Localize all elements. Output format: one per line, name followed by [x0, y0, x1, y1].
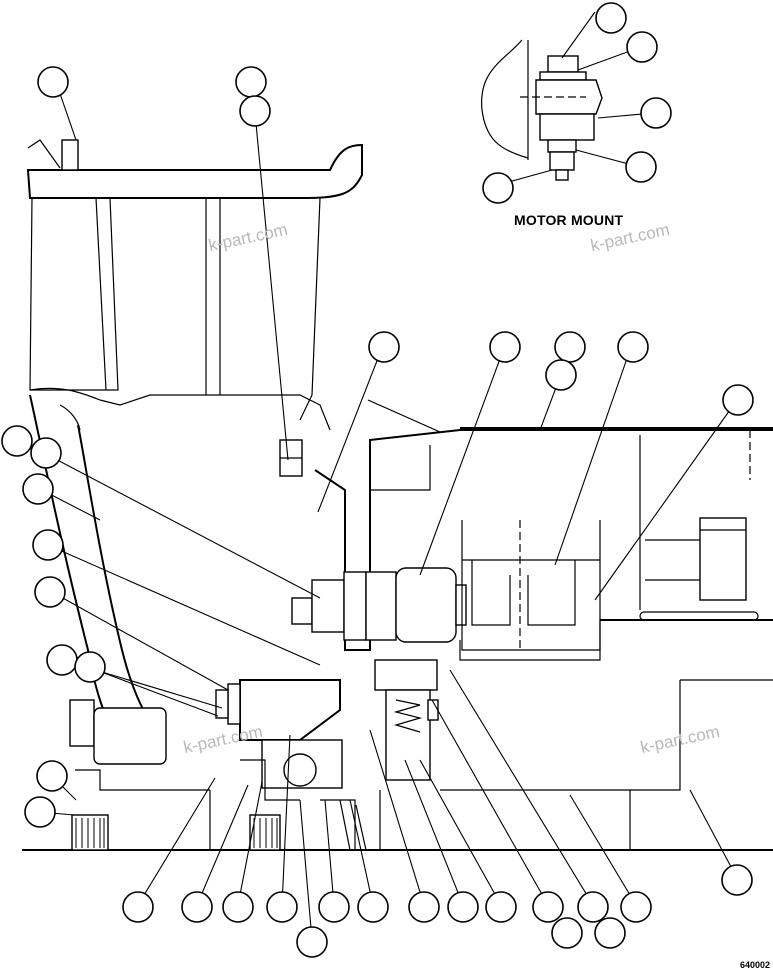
seal-spring — [393, 699, 423, 733]
motor-mount-bracket-outline — [481, 39, 529, 159]
plate-step — [370, 445, 431, 491]
impeller-body — [461, 520, 601, 651]
figure-code: 640002 — [740, 960, 771, 970]
hatched-block-right — [249, 814, 281, 851]
seal-pin — [427, 699, 439, 721]
left-lower-nut — [93, 707, 167, 765]
callout-bubble — [594, 917, 626, 949]
bearing-inner-race — [240, 759, 300, 801]
callout-bubble — [239, 95, 271, 127]
callout-bubble — [46, 644, 78, 676]
shaft-spacer — [365, 571, 397, 641]
seal-retainer — [374, 659, 438, 691]
motor-mount-lower-washer — [547, 139, 577, 153]
callout-bubble — [577, 891, 609, 923]
motor-mount-stud — [555, 169, 569, 181]
callout-bubble — [235, 66, 267, 98]
callout-bubble — [721, 864, 753, 896]
callout-bubble — [617, 331, 649, 363]
callout-bubble — [37, 66, 69, 98]
left-lower-bolt-head — [69, 699, 95, 747]
shaft-nut — [311, 579, 345, 633]
bearing-ball — [283, 753, 317, 787]
callout-bubble — [32, 529, 64, 561]
seal-housing — [385, 689, 431, 781]
coupling — [395, 567, 457, 643]
callout-bubble — [485, 891, 517, 923]
callout-bubble — [181, 891, 213, 923]
lower-shaft-left — [75, 769, 210, 791]
callout-bubble — [595, 2, 627, 34]
bearing-outer-race — [320, 799, 356, 850]
right-bearing-block — [699, 517, 747, 601]
upper-housing-left-wall — [29, 197, 119, 391]
main-cross-section — [22, 139, 773, 851]
callout-bubble — [551, 917, 583, 949]
hatched-shaft-lines — [339, 799, 367, 851]
callout-bubble — [266, 891, 298, 923]
callout-bubble — [532, 891, 564, 923]
motor-mount-inset — [481, 39, 603, 181]
callout-bubble — [30, 437, 62, 469]
callout-bubble — [620, 891, 652, 923]
callout-bubble — [408, 891, 440, 923]
callout-bubble — [625, 151, 657, 183]
callout-bubble — [22, 473, 54, 505]
coupling-hub — [455, 584, 467, 626]
callout-bubble — [554, 331, 586, 363]
callout-bubble — [24, 796, 56, 828]
vent-tab — [27, 139, 61, 169]
right-shaft-step — [629, 680, 681, 850]
callout-bubble — [318, 891, 350, 923]
callout-bubble — [447, 891, 479, 923]
callout-bubble — [296, 926, 328, 958]
callout-bubble — [1, 425, 33, 457]
leader-lines — [37, 11, 738, 941]
motor-mount-lower-isolator — [539, 113, 595, 141]
upper-housing-inner-line — [95, 197, 107, 391]
impeller-cup-2 — [527, 560, 576, 626]
motor-mount-washer — [539, 71, 587, 81]
impeller-cup-1 — [471, 560, 511, 626]
upper-housing-bottom — [29, 387, 331, 431]
shaft-bolt-head — [291, 597, 313, 625]
support-column-right — [77, 424, 166, 741]
callout-bubble — [640, 97, 672, 129]
motor-mount-lower-nut — [549, 151, 575, 171]
right-lower-body — [459, 620, 601, 661]
vent-post — [61, 139, 79, 171]
flange-bolt-head — [227, 683, 241, 725]
callout-bubble — [357, 891, 389, 923]
support-column-top — [59, 404, 81, 431]
callout-bubble — [122, 891, 154, 923]
callout-bubble — [368, 331, 400, 363]
gasket-line — [367, 399, 441, 433]
callout-bubble — [722, 384, 754, 416]
lower-flange — [239, 679, 341, 741]
motor-mount-top-nut — [547, 55, 579, 73]
callout-bubble — [626, 31, 658, 63]
callout-bubbles — [1, 2, 754, 958]
upper-housing-flange — [26, 143, 363, 199]
callout-bubble — [222, 891, 254, 923]
motor-mount-label: MOTOR MOUNT — [514, 212, 624, 228]
flange-bolt — [215, 689, 229, 719]
callout-bubble — [482, 172, 514, 204]
shaft-washer — [343, 571, 367, 641]
right-spring-rod — [639, 611, 759, 621]
callout-bubble — [74, 651, 106, 683]
upper-housing-right-wall — [299, 197, 321, 421]
callout-bubble — [545, 359, 577, 391]
callout-bubble — [489, 331, 521, 363]
callout-bubble — [36, 760, 68, 792]
callout-bubble — [34, 576, 66, 608]
hatched-block-left — [71, 814, 109, 851]
